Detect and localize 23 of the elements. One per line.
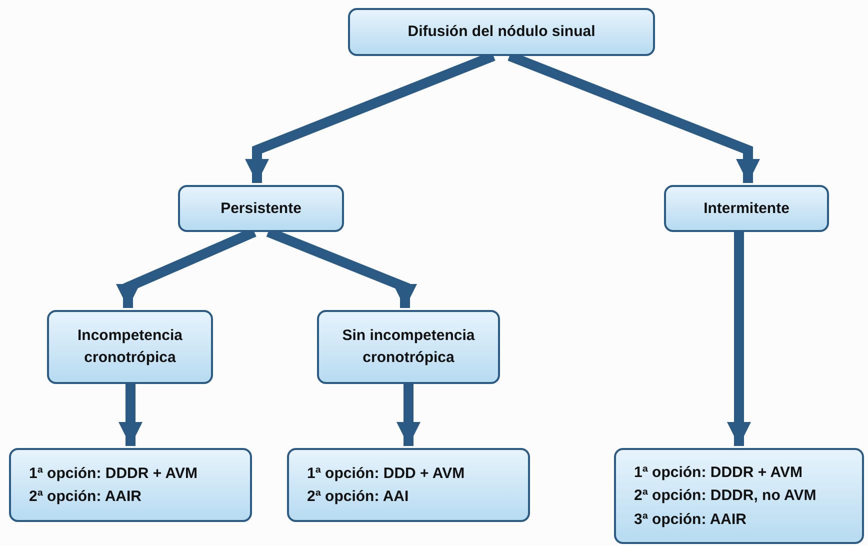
node-text: 3ª opción: AAIR xyxy=(634,510,746,530)
flow-box xyxy=(664,185,829,232)
flow-box xyxy=(614,448,864,544)
flow-box xyxy=(317,310,500,384)
node-text: Incompetencia cronotrópica xyxy=(76,326,184,368)
arrow xyxy=(727,232,751,446)
node-text: Sin incompetencia cronotrópica xyxy=(341,326,476,368)
flow-box xyxy=(47,310,213,384)
node-text: Persistente xyxy=(220,198,302,219)
flow-box xyxy=(9,448,252,522)
flow-box xyxy=(287,448,530,522)
node-text: 2ª opción: AAIR xyxy=(29,487,142,507)
flow-box xyxy=(348,8,655,56)
node-text: 2ª opción: AAI xyxy=(307,487,409,507)
flow-box xyxy=(178,185,344,232)
node-text: 2ª opción: DDDR, no AVM xyxy=(634,486,816,506)
node-text: 1ª opción: DDDR + AVM xyxy=(29,464,198,484)
node-text: 1ª opción: DDDR + AVM xyxy=(634,463,802,484)
node-text: 1ª opción: DDD + AVM xyxy=(307,464,465,484)
arrow xyxy=(118,384,142,446)
arrow xyxy=(396,384,420,446)
node-text: Intermitente xyxy=(704,198,790,219)
node-text: Difusión del nódulo sinual xyxy=(408,22,596,42)
